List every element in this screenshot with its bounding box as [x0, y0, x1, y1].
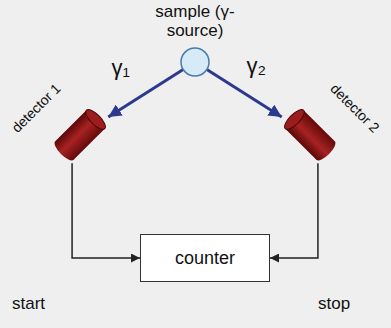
cylinder-face — [83, 107, 108, 132]
cylinder-face — [282, 107, 307, 132]
source-symbol — [179, 46, 211, 78]
gamma-label: γ₂ — [246, 53, 266, 79]
node-label: counter — [175, 248, 235, 269]
detector-cylinder — [52, 107, 109, 164]
detector-cylinder — [282, 107, 339, 164]
counter-box: counter — [140, 234, 270, 282]
source-sample: sample (γ-source) — [140, 2, 250, 78]
detector-symbol — [50, 105, 110, 165]
detector-symbol — [280, 105, 340, 165]
detector: detector 1 — [0, 75, 130, 185]
signal-label: start — [12, 294, 45, 314]
gamma-label: γ₁ — [112, 55, 130, 81]
detector-label: detector 2 — [327, 80, 382, 135]
signal-label: stop — [318, 294, 350, 314]
gamma-ray-arrow — [207, 70, 282, 118]
source-circle — [181, 48, 209, 76]
signal-wire — [270, 163, 318, 258]
signal-wire — [72, 163, 140, 258]
detector: detector 2 — [260, 75, 391, 185]
detector-label: detector 1 — [8, 80, 63, 135]
node-label: sample (γ-source) — [149, 2, 241, 40]
